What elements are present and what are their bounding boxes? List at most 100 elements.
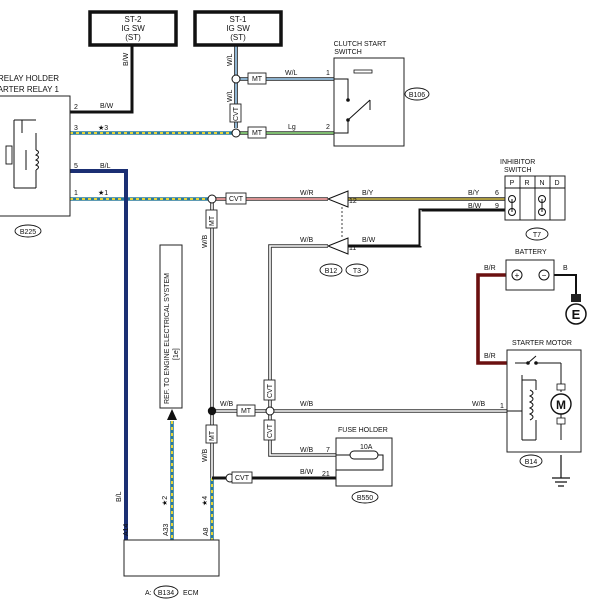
tag-cvt-3: CVT: [267, 383, 274, 398]
st2-label: ST-2: [125, 15, 142, 24]
pos-r: R: [524, 180, 529, 187]
tag-cvt-4: CVT: [267, 423, 274, 438]
starter-code: B14: [525, 459, 538, 466]
starter-label: STARTER MOTOR: [512, 340, 572, 347]
battery-minus: −: [542, 271, 547, 280]
starter-motor: STARTER MOTOR M 1 B14: [500, 340, 582, 468]
ref-label2: [1e]: [173, 348, 180, 360]
lbl-br-1: B/R: [484, 265, 496, 272]
st2-label3: (ST): [125, 33, 141, 42]
lbl-conn-wb: W/B: [300, 237, 314, 244]
lbl-wr: W/R: [300, 190, 314, 197]
clutch-start-switch: CLUTCH START SWITCH B106: [333, 41, 430, 147]
inhibitor-code: T7: [533, 232, 541, 239]
ref-box: REF. TO ENGINE ELECTRICAL SYSTEM [1e]: [159, 244, 183, 420]
relay-code: B225: [20, 229, 36, 236]
wire-labels: B/W B/W W/L W/L W/L 1 Lg 2 ★3 B/L ★1 W/R…: [98, 52, 568, 506]
pos-p: P: [510, 180, 515, 187]
motor-m: M: [556, 398, 566, 412]
st1-label2: IG SW: [226, 24, 250, 33]
fuse-holder: FUSE HOLDER 10A 7 21 B550: [322, 427, 393, 504]
ecm-pin-a33: A33: [163, 523, 170, 536]
lbl-wb-starter-1: W/B: [300, 401, 314, 408]
tag-cvt-2: CVT: [229, 196, 244, 203]
st2-label2: IG SW: [121, 24, 145, 33]
clutch-pin-1: 1: [326, 70, 330, 77]
lbl-st2-bw: B/W: [123, 52, 130, 66]
inh-pin-9: 9: [495, 203, 499, 210]
tag-mt-1: MT: [252, 76, 263, 83]
st1-box: ST-1 IG SW (ST): [193, 10, 283, 47]
wire-br: [476, 273, 515, 365]
ecm-pin-a8: A8: [203, 527, 210, 536]
st1-label: ST-1: [230, 15, 247, 24]
tag-cvt-5: CVT: [235, 475, 250, 482]
clutch-pin-2: 2: [326, 124, 330, 131]
tag-mt-4: MT: [241, 408, 252, 415]
clutch-label: CLUTCH START: [334, 41, 387, 48]
lbl-relay2-bw: B/W: [100, 103, 114, 110]
tag-mt-5: MT: [209, 430, 216, 441]
st2-box: ST-2 IG SW (ST): [88, 10, 178, 47]
lbl-conn-bw: B/W: [362, 237, 376, 244]
wire-conn11-wb: [268, 244, 336, 457]
wire-ground: [546, 274, 577, 300]
wire-inh-bw: [348, 208, 505, 248]
battery-plus: +: [515, 271, 520, 280]
star-4: ★4: [201, 496, 209, 506]
conn-pin-11: 11: [349, 245, 356, 252]
lbl-fuse-bw: B/W: [300, 469, 314, 476]
lbl-wb-mt: W/B: [220, 401, 234, 408]
inhibitor-label2: SWITCH: [504, 167, 532, 174]
pos-n: N: [539, 180, 544, 187]
conn-b12: B12: [325, 268, 338, 275]
lbl-lower-wb: W/B: [202, 448, 209, 462]
fuse-label: FUSE HOLDER: [338, 427, 388, 434]
wire-bl: [70, 169, 128, 540]
conn-t3: T3: [353, 268, 361, 275]
lbl-b: B: [563, 265, 568, 272]
inh-pin-6: 6: [495, 190, 499, 197]
ecm-code: B134: [158, 590, 174, 597]
fuse-rating: 10A: [360, 444, 373, 451]
ref-label: REF. TO ENGINE ELECTRICAL SYSTEM: [164, 273, 171, 404]
relay-pin-5: 5: [74, 163, 78, 170]
lbl-st1-wl2: W/L: [227, 89, 234, 102]
conn-pin-12: 12: [349, 198, 357, 205]
lbl-vert-wb: W/B: [202, 234, 209, 248]
inhibitor-label: INHIBITOR: [500, 159, 535, 166]
pos-d: D: [554, 180, 559, 187]
st1-label3: (ST): [230, 33, 246, 42]
tag-cvt-1: CVT: [233, 106, 240, 121]
lbl-wb-starter-2: W/B: [472, 401, 486, 408]
lbl-by-2: B/Y: [468, 190, 480, 197]
connector-b12-t3: 12 11 B12 T3: [319, 190, 369, 277]
wire-starter-ground: [552, 455, 570, 487]
ground-e: E: [572, 307, 581, 322]
relay-holder: RELAY HOLDER STARTER RELAY 1 B225 2 3 5 …: [0, 74, 78, 238]
tag-mt-3: MT: [209, 215, 216, 226]
variant-tags: MT MT CVT CVT MT MT CVT CVT MT CVT: [205, 72, 276, 484]
fuse-pin-7: 7: [326, 447, 330, 454]
lbl-by-1: B/Y: [362, 190, 374, 197]
tag-mt-2: MT: [252, 130, 263, 137]
clutch-code: B106: [409, 92, 425, 99]
clutch-label2: SWITCH: [334, 49, 362, 56]
lbl-relay5-bl: B/L: [100, 163, 111, 170]
lbl-st1-wl: W/L: [227, 53, 234, 66]
ecm-prefix: A:: [145, 590, 152, 597]
lbl-fuse-wb: W/B: [300, 447, 314, 454]
battery: BATTERY + − E: [505, 249, 587, 325]
ecm: A: B134 ECM A14 A33 A8: [123, 523, 220, 599]
starter-pin-1: 1: [500, 403, 504, 410]
lbl-bl-vert: B/L: [116, 491, 123, 502]
relay-label2: STARTER RELAY 1: [0, 85, 60, 94]
lbl-inh-bw: B/W: [468, 203, 482, 210]
relay-pin-1: 1: [74, 190, 78, 197]
star-2: ★2: [161, 496, 169, 506]
star-3: ★3: [98, 124, 108, 132]
battery-label: BATTERY: [515, 249, 547, 256]
relay-pin-2: 2: [74, 104, 78, 111]
ecm-label: ECM: [183, 590, 199, 597]
